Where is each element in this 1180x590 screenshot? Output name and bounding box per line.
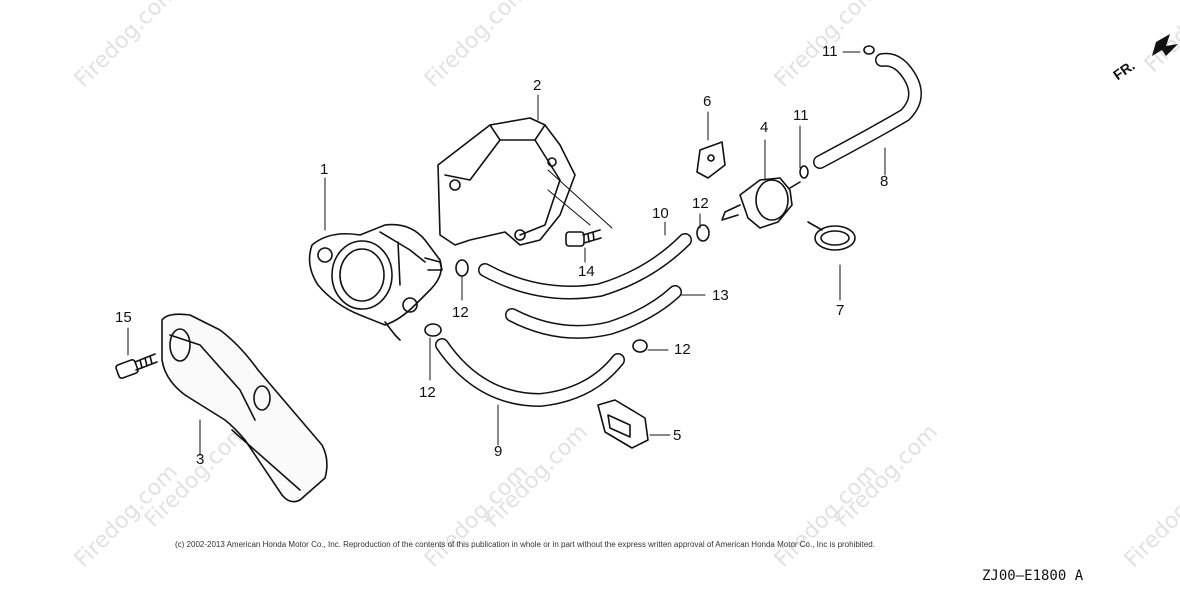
- part-13-tube: [505, 285, 682, 339]
- callout-12-filter: 12: [692, 195, 709, 212]
- callout-1: 1: [320, 161, 329, 178]
- callout-9: 9: [494, 443, 503, 460]
- front-direction-arrow-icon: [1152, 34, 1178, 56]
- callout-5: 5: [673, 427, 682, 444]
- diagram-code: ZJ00—E1800 A: [982, 568, 1084, 584]
- part-10-tube: [478, 233, 692, 300]
- part-9-tube: [435, 338, 625, 407]
- callout-12-lower: 12: [419, 384, 436, 401]
- callout-3: 3: [196, 451, 205, 468]
- part-2-cover: [437, 117, 576, 246]
- part-5-grommet: [597, 399, 649, 449]
- callout-12-right: 12: [674, 341, 691, 358]
- callout-8: 8: [880, 173, 889, 190]
- part-7-clamp: [807, 221, 856, 251]
- callout-14: 14: [578, 263, 595, 280]
- callout-11-top: 11: [822, 43, 838, 60]
- callout-2: 2: [533, 77, 542, 94]
- callout-6: 6: [703, 93, 712, 110]
- part-3-plate: [161, 313, 328, 503]
- part-4-filter: [721, 177, 801, 229]
- callout-13: 13: [712, 287, 729, 304]
- part-15-bolt: [115, 353, 158, 379]
- part-6-clip: [696, 141, 726, 179]
- part-8-tube: [813, 52, 922, 169]
- callout-7: 7: [836, 302, 845, 319]
- part-1-fuel-pump: [308, 223, 443, 341]
- callout-10: 10: [652, 205, 669, 222]
- callout-11-mid: 11: [793, 107, 809, 124]
- callout-12-pump: 12: [452, 304, 469, 321]
- leader-lines: [127, 51, 886, 456]
- callout-4: 4: [760, 119, 769, 136]
- part-14-bolt: [547, 169, 613, 247]
- callout-15: 15: [115, 309, 132, 326]
- copyright-notice: (c) 2002-2013 American Honda Motor Co., …: [175, 540, 875, 549]
